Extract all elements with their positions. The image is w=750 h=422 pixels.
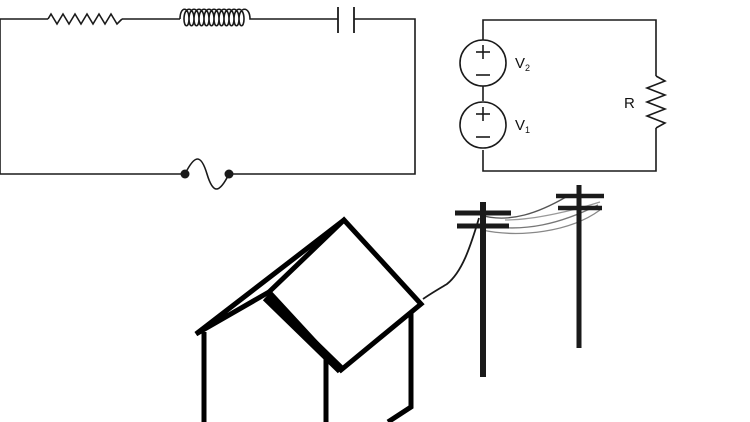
right-circuit-wire <box>482 19 657 172</box>
house-roof-right <box>265 216 425 374</box>
utility-pole-back <box>556 185 604 348</box>
capacitor-icon <box>337 7 355 33</box>
service-drop-wire <box>422 217 480 300</box>
fuse-icon <box>180 158 234 190</box>
voltage-source-v1: V1 <box>459 101 530 149</box>
v2-label: V2 <box>515 55 530 73</box>
resistor-r-icon <box>644 75 668 129</box>
resistor-r-label: R <box>624 95 635 112</box>
voltage-source-circuit: V2 V1 R <box>459 19 668 172</box>
left-circuit-wire <box>0 18 416 175</box>
v1-label: V1 <box>515 117 530 135</box>
series-rlc-circuit <box>0 7 416 190</box>
house-roof-left <box>194 218 346 337</box>
inductor-icon <box>179 8 259 27</box>
house-icon <box>194 216 425 422</box>
voltage-source-v2: V2 <box>459 39 530 87</box>
utility-pole-front <box>455 202 511 377</box>
house-with-power-lines <box>194 185 604 422</box>
resistor-icon <box>47 12 123 26</box>
house-side-wall <box>386 313 414 422</box>
house-front-wall <box>201 295 329 422</box>
